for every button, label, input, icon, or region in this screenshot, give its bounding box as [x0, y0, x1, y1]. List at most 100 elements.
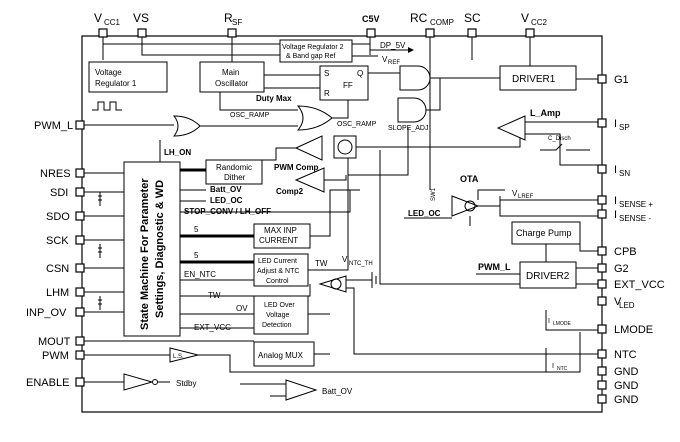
svg-text:V: V — [382, 55, 388, 64]
main-oscillator-block — [199, 61, 265, 93]
svg-text:SP: SP — [619, 123, 630, 132]
svg-text:5: 5 — [194, 225, 199, 234]
svg-text:LMODE: LMODE — [614, 324, 653, 336]
svg-text:PWM_L: PWM_L — [34, 120, 73, 132]
svg-text:Voltage Regulator 2: Voltage Regulator 2 — [282, 44, 344, 51]
top-pin-sc: SC — [464, 11, 481, 38]
top-pin-rccomp: RC COMP — [410, 11, 454, 38]
svg-text:OV: OV — [236, 304, 248, 313]
svg-text:SENSE +: SENSE + — [619, 200, 653, 209]
svg-text:OSC_RAMP: OSC_RAMP — [230, 112, 270, 119]
svg-text:Oscillator: Oscillator — [215, 79, 249, 88]
svg-text:PWM Comp: PWM Comp — [274, 163, 319, 172]
svg-text:SF: SF — [232, 18, 242, 27]
svg-text:CC1: CC1 — [104, 18, 121, 27]
svg-text:LMODE: LMODE — [553, 321, 571, 327]
svg-text:INP_OV: INP_OV — [26, 307, 67, 319]
svg-text:I: I — [614, 118, 617, 130]
svg-text:SDO: SDO — [46, 211, 70, 223]
svg-text:Randomic: Randomic — [216, 163, 252, 172]
svg-text:LED Over: LED Over — [264, 302, 295, 309]
svg-text:SENSE -: SENSE - — [619, 214, 651, 223]
svg-text:GND: GND — [614, 366, 639, 378]
driver2-block — [519, 261, 577, 289]
svg-text:Batt_OV: Batt_OV — [322, 387, 353, 396]
svg-text:ENABLE: ENABLE — [26, 377, 69, 389]
svg-text:V: V — [512, 189, 518, 198]
state-machine-block — [123, 161, 181, 337]
pwm-input-gate — [172, 115, 201, 137]
svg-text:SN: SN — [619, 169, 630, 178]
svg-text:NTC_TH: NTC_TH — [349, 261, 373, 267]
driver1-block — [499, 65, 577, 91]
svg-text:DRIVER2: DRIVER2 — [526, 271, 570, 282]
svg-text:MAX INP: MAX INP — [264, 226, 297, 235]
svg-text:TW: TW — [315, 259, 328, 268]
svg-text:R: R — [224, 11, 233, 25]
svg-text:OTA: OTA — [460, 174, 479, 184]
svg-text:Batt_OV: Batt_OV — [210, 185, 242, 194]
svg-text:V: V — [342, 255, 348, 264]
svg-text:LED: LED — [619, 301, 635, 310]
svg-text:PWM: PWM — [42, 350, 69, 362]
svg-text:FF: FF — [343, 81, 353, 90]
svg-text:Charge Pump: Charge Pump — [516, 228, 572, 238]
svg-text:Adjust & NTC: Adjust & NTC — [257, 268, 299, 275]
svg-text:V: V — [614, 296, 622, 308]
pwm-comparator — [294, 135, 323, 161]
svg-text:G2: G2 — [614, 263, 629, 275]
svg-text:LHM: LHM — [46, 287, 69, 299]
svg-text:SDI: SDI — [50, 187, 68, 199]
svg-text:Stdby: Stdby — [176, 379, 196, 388]
svg-text:I: I — [614, 164, 617, 176]
svg-text:Control: Control — [266, 278, 289, 285]
svg-text:CSN: CSN — [46, 263, 69, 275]
svg-text:GND: GND — [614, 394, 639, 406]
top-pin-c5v: C5V — [362, 14, 380, 38]
svg-text:S: S — [324, 69, 329, 78]
right-pins: G1 I SP I SN I SENSE + I SENSE - CPB G2 … — [597, 74, 665, 406]
svg-text:Detection: Detection — [262, 322, 292, 329]
svg-text:SCK: SCK — [46, 235, 69, 247]
svg-text:5: 5 — [194, 251, 199, 260]
or-gate — [296, 105, 333, 131]
svg-text:LREF: LREF — [518, 194, 534, 200]
svg-text:CURRENT: CURRENT — [259, 236, 298, 245]
batt-ov-comparator — [285, 379, 318, 401]
svg-text:LH_ON: LH_ON — [164, 148, 191, 157]
l-amp — [496, 115, 526, 141]
svg-text:GND: GND — [614, 380, 639, 392]
led-over-voltage-block — [253, 295, 309, 335]
svg-text:DP_5V: DP_5V — [380, 41, 406, 50]
svg-text:SW1: SW1 — [431, 187, 437, 201]
top-pin-rsf: R SF — [224, 11, 242, 38]
svg-text:VS: VS — [133, 11, 149, 25]
svg-text:Dither: Dither — [224, 173, 246, 182]
svg-text:PWM_L: PWM_L — [478, 262, 511, 272]
voltage-regulator-1-block — [88, 61, 168, 93]
svg-text:L_Amp: L_Amp — [530, 108, 561, 118]
svg-text:State Machine For Parameter: State Machine For Parameter — [139, 178, 151, 330]
svg-text:REF: REF — [388, 60, 400, 66]
chip-outline — [81, 35, 603, 413]
svg-text:EN_NTC: EN_NTC — [184, 270, 216, 279]
svg-text:LED Current: LED Current — [258, 258, 297, 265]
svg-text:Analog MUX: Analog MUX — [258, 351, 304, 360]
top-pin-vcc1: V CC1 — [94, 11, 121, 38]
svg-text:CPB: CPB — [614, 246, 637, 258]
and-gate-1 — [399, 65, 431, 91]
svg-text:NRES: NRES — [40, 168, 71, 180]
svg-text:Voltage: Voltage — [266, 312, 289, 319]
svg-text:Voltage: Voltage — [95, 68, 122, 77]
svg-text:SC: SC — [464, 11, 481, 25]
svg-text:LED_OC: LED_OC — [408, 209, 441, 218]
svg-text:L.S.: L.S. — [173, 354, 184, 360]
svg-text:V: V — [521, 11, 529, 25]
and-gate-2 — [397, 97, 427, 123]
svg-text:I: I — [548, 318, 550, 325]
svg-text:RC: RC — [410, 11, 428, 25]
svg-text:OSC_RAMP: OSC_RAMP — [337, 121, 377, 128]
svg-text:I: I — [552, 363, 554, 370]
left-pins: PWM_L NRES SDI SDO SCK CSN LHM INP_OV MO… — [26, 120, 85, 389]
